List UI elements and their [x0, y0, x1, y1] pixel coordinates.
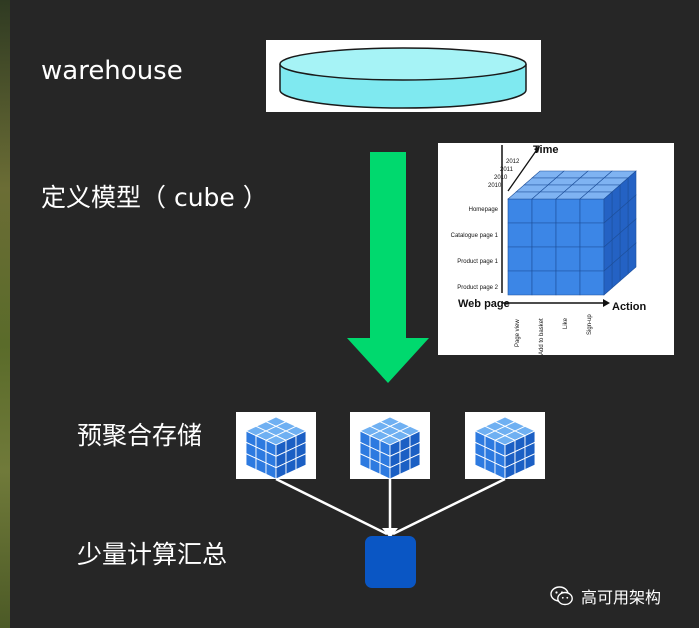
action-label: Sign-up — [587, 314, 593, 335]
cube-icon — [244, 416, 308, 479]
cube-icon-facet — [265, 462, 277, 479]
year-label: 2011 — [500, 167, 514, 173]
cube-cell-face — [507, 270, 533, 296]
small-compute-label: 少量计算汇总 — [77, 540, 228, 569]
axis-label-time: Time — [533, 144, 558, 156]
pre-aggregate-label: 预聚合存储 — [77, 421, 203, 450]
cube-cell-face — [579, 198, 605, 224]
cube-icon-facet — [409, 452, 421, 471]
olap-cube-diagram: Time Web page Action 2012 2011 2010 2010… — [451, 144, 647, 355]
wechat-icon — [550, 586, 573, 606]
cube-icon-facet — [494, 462, 506, 479]
watermark-text: 高可用架构 — [581, 588, 662, 607]
page-label: Product page 1 — [457, 259, 498, 265]
cube-cell-face — [531, 246, 557, 272]
cube-cell-face — [507, 222, 533, 248]
cube-cell-face — [579, 270, 605, 296]
warehouse-cylinder-panel — [266, 40, 541, 112]
cube-cell-face — [507, 246, 533, 272]
watermark: 高可用架构 — [550, 584, 661, 608]
define-model-label: 定义模型（ cube ） — [41, 183, 268, 212]
axis-label-action: Action — [612, 301, 647, 313]
axis-arrowhead — [603, 299, 610, 307]
left-edge-photo-strip — [0, 0, 10, 628]
cube-model-figure: Time Web page Action 2012 2011 2010 2010… — [438, 143, 674, 355]
cube-cell-face — [579, 222, 605, 248]
cube-cell-face — [555, 246, 581, 272]
pre-aggregated-cube-2 — [350, 412, 430, 479]
cube-icon — [358, 416, 422, 479]
database-cylinder-icon — [279, 47, 527, 109]
cube-cell-face — [531, 198, 557, 224]
cube-cell-face — [555, 270, 581, 296]
cube-icon-facet — [295, 452, 307, 471]
action-label: Page view — [515, 319, 521, 347]
page-label: Homepage — [469, 207, 499, 213]
cube-cell-face — [531, 270, 557, 296]
cube-cell-face — [555, 198, 581, 224]
action-label: Add to basket — [539, 318, 545, 355]
cube-icon-facet — [379, 462, 391, 479]
cube-cell-face — [555, 222, 581, 248]
cube-cell-face — [603, 263, 613, 296]
page-label: Catalogue page 1 — [451, 233, 499, 239]
year-label: 2012 — [506, 159, 520, 165]
down-arrow-icon — [347, 152, 429, 383]
axis-line — [507, 150, 537, 192]
pre-aggregated-cube-3 — [465, 412, 545, 479]
cube-icon-facet — [524, 452, 536, 471]
cube-cell-face — [531, 222, 557, 248]
year-label: 2010 — [488, 183, 502, 189]
axis-label-web-page: Web page — [458, 298, 510, 310]
page-label: Product page 2 — [457, 285, 498, 291]
year-label: 2010 — [494, 175, 508, 181]
pre-aggregated-cube-1 — [236, 412, 316, 479]
action-label: Like — [563, 317, 569, 329]
cube-cell-face — [579, 246, 605, 272]
cube-icon — [473, 416, 537, 479]
aggregated-result-block — [365, 536, 416, 588]
cube-cell-face — [507, 198, 533, 224]
warehouse-label: warehouse — [41, 56, 183, 86]
axis-arrowhead — [534, 146, 540, 153]
